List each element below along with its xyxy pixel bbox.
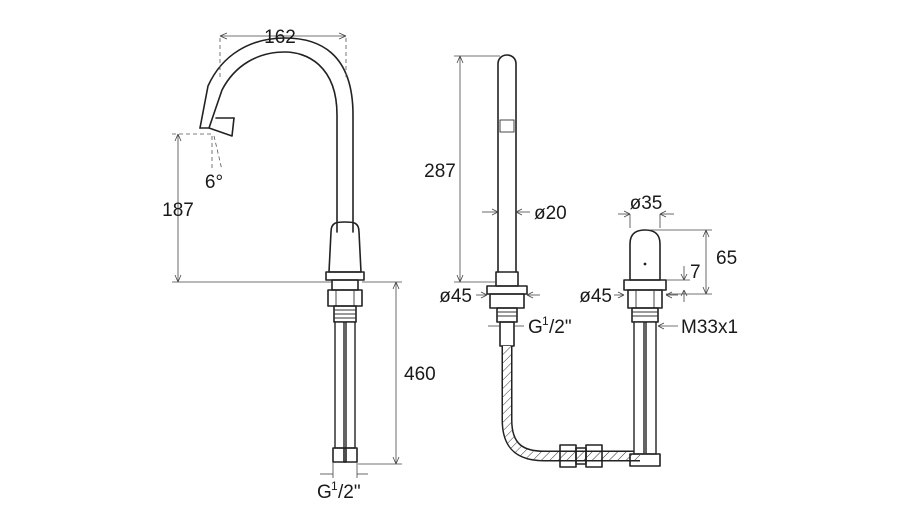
spout-sensor <box>499 119 515 133</box>
dim-nut-thread: M33x1 <box>681 317 738 338</box>
svg-text:G: G <box>317 482 332 503</box>
spout-nut <box>489 293 525 309</box>
hose-right-2 <box>645 321 657 455</box>
hose-right-1 <box>633 321 645 455</box>
base-ring <box>325 271 365 281</box>
left-faucet-view: 162 187 6° 460 G 1 /2" <box>162 27 436 503</box>
svg-text:/2": /2" <box>338 482 361 503</box>
spout-shank <box>496 307 518 323</box>
dim-spout-width: 162 <box>264 27 296 48</box>
dim-handle-diameter: ø35 <box>630 193 663 214</box>
handle-indicator <box>643 262 647 266</box>
spout-connector <box>499 321 515 347</box>
dim-handle-gap: 7 <box>690 262 701 283</box>
gooseneck-inner <box>199 37 354 233</box>
dim-body-height: 287 <box>424 161 456 182</box>
faucet-body <box>328 221 362 273</box>
handle-nut <box>627 289 663 309</box>
dim-base-diameter-right: ø45 <box>579 286 612 307</box>
svg-text:1: 1 <box>331 479 338 493</box>
right-faucet-view: 287 ø20 ø45 G 1 /2" ø35 65 <box>424 54 738 468</box>
dim-total-height: 460 <box>404 364 436 385</box>
spout-base <box>495 271 519 287</box>
handle-ring <box>623 279 667 291</box>
thread-label-left: G 1 /2" <box>317 479 361 503</box>
spout-body <box>497 54 517 273</box>
dim-spout-height: 187 <box>162 200 194 221</box>
thread-label-mid: G 1 /2" <box>528 314 572 338</box>
spout-base-ring <box>486 285 528 295</box>
hose-coupling-3 <box>585 444 603 468</box>
u-hose-outline <box>501 346 640 462</box>
mounting-nut <box>327 289 363 307</box>
hose-left-1 <box>334 321 345 449</box>
handle-shank <box>631 307 659 323</box>
dim-handle-height: 65 <box>716 248 737 269</box>
svg-text:/2": /2" <box>549 317 572 338</box>
spout-tip <box>199 117 235 137</box>
hose-right-fitting <box>629 453 661 467</box>
hose-fitting-1 <box>332 447 347 463</box>
hose-fitting-2 <box>343 447 358 463</box>
dim-base-diameter-mid: ø45 <box>439 286 472 307</box>
hose-left-2 <box>345 321 356 449</box>
mounting-nut-top <box>331 279 359 291</box>
handle <box>629 229 661 281</box>
gooseneck-outer <box>208 51 338 233</box>
svg-text:1: 1 <box>542 314 549 328</box>
svg-text:G: G <box>528 317 543 338</box>
dim-spout-angle: 6° <box>205 172 223 193</box>
dim-body-diameter: ø20 <box>534 203 567 224</box>
